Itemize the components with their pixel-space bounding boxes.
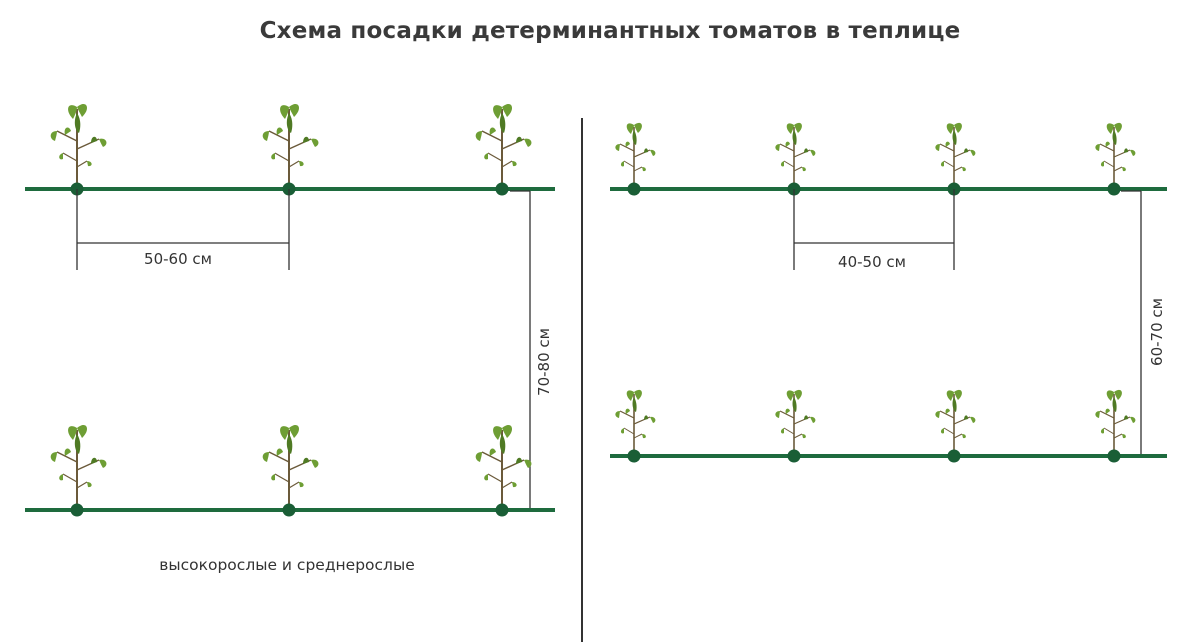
plant (1094, 122, 1137, 190)
plant (934, 389, 977, 457)
left-scheme-caption: высокорослые и среднерослые (159, 556, 415, 574)
planting-point (70, 503, 84, 517)
plant (261, 103, 320, 190)
plant (261, 424, 320, 511)
planting-point (1107, 182, 1121, 196)
right-scheme: 40-50 см 60-70 см (610, 122, 1167, 463)
right-between-rows-label: 60-70 см (1148, 298, 1166, 366)
plant (474, 424, 533, 511)
planting-point (495, 503, 509, 517)
right-between-rows-dimension: 60-70 см (1121, 190, 1166, 456)
plant (1094, 389, 1137, 457)
left-between-rows-label: 70-80 см (535, 328, 553, 396)
plant (474, 103, 533, 190)
planting-point (627, 182, 641, 196)
planting-point (947, 449, 961, 463)
planting-point (787, 449, 801, 463)
right-in-row-spacing-label: 40-50 см (838, 253, 906, 271)
planting-point (282, 503, 296, 517)
left-in-row-spacing-label: 50-60 см (144, 250, 212, 268)
planting-point (495, 182, 509, 196)
plant (49, 424, 108, 511)
left-in-row-dimension: 50-60 см (76, 189, 290, 270)
right-in-row-dimension: 40-50 см (793, 189, 955, 271)
plant (774, 389, 817, 457)
planting-point (627, 449, 641, 463)
plant (934, 122, 977, 190)
left-scheme: 50-60 см 70-80 см высокорослые и среднер… (25, 103, 555, 574)
left-between-rows-dimension: 70-80 см (510, 190, 553, 510)
plant (49, 103, 108, 190)
planting-point (1107, 449, 1121, 463)
plant (614, 389, 657, 457)
plant (614, 122, 657, 190)
diagram-title: Схема посадки детерминантных томатов в т… (259, 18, 961, 44)
plant (774, 122, 817, 190)
